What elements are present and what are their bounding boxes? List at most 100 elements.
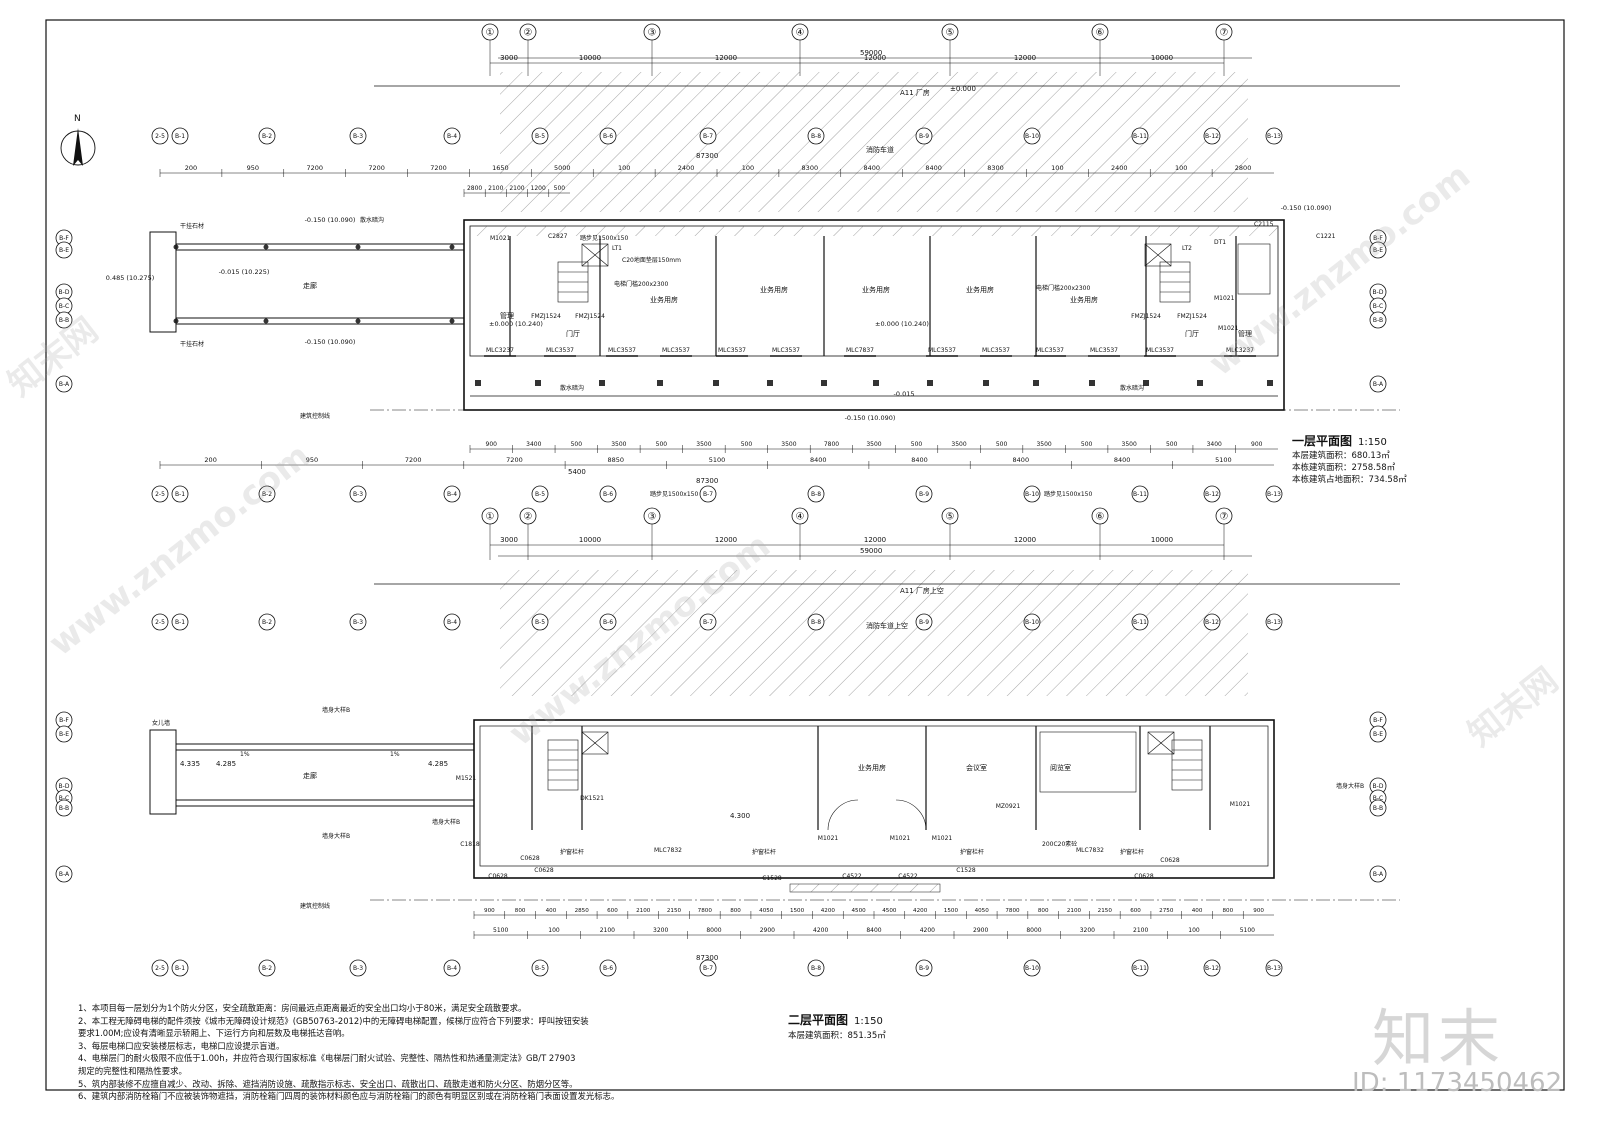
total-dim: 87300 bbox=[696, 477, 718, 485]
axis-label: B-B bbox=[59, 805, 69, 812]
dim-text: 4500 bbox=[882, 908, 897, 914]
plan1-areas: 本层建筑面积：680.13㎡ 本栋建筑面积：2758.58㎡ 本栋建筑占地面积：… bbox=[1292, 450, 1407, 486]
axis-label: B-5 bbox=[535, 619, 545, 626]
dim-text: 3500 bbox=[1036, 441, 1051, 448]
axis-label: B-8 bbox=[811, 619, 821, 626]
axis-bubble: ⑤ bbox=[941, 507, 959, 525]
dim-text: 900 bbox=[486, 441, 498, 448]
dim-text: 10000 bbox=[579, 536, 601, 544]
column bbox=[355, 244, 361, 250]
dim-text: 500 bbox=[741, 441, 753, 448]
mgmt-label: 管理 bbox=[500, 311, 514, 320]
dim-text: 800 bbox=[1038, 908, 1049, 914]
axis-circle bbox=[1203, 959, 1221, 977]
dim-text: 7200 bbox=[405, 456, 422, 464]
axis-circle bbox=[807, 613, 825, 631]
window-tag: MLC3537 bbox=[772, 347, 800, 354]
axis-circle bbox=[519, 507, 537, 525]
axis-bubble: B-4 bbox=[443, 959, 461, 977]
column bbox=[599, 380, 605, 386]
dim-text: 12000 bbox=[864, 536, 886, 544]
axis-label: B-7 bbox=[703, 133, 713, 140]
axis-circle bbox=[1369, 241, 1387, 259]
axis-bubble: B-F bbox=[55, 229, 73, 247]
corridor-label: 走廊 bbox=[303, 281, 317, 290]
room-label: 业务用房 bbox=[862, 285, 890, 294]
axis-circle bbox=[1265, 959, 1283, 977]
a11-level: ±0.000 bbox=[950, 85, 976, 93]
axis-circle bbox=[171, 613, 189, 631]
axis-bubble: B-9 bbox=[915, 485, 933, 503]
dim-text: 10000 bbox=[1151, 54, 1173, 62]
axis-label: B-11 bbox=[1133, 491, 1147, 498]
axis-bubble: B-9 bbox=[915, 613, 933, 631]
axis-bubble: B-13 bbox=[1265, 485, 1283, 503]
total-dim: 87300 bbox=[696, 152, 718, 160]
axis-circle bbox=[349, 127, 367, 145]
axis-bubble: B-12 bbox=[1203, 959, 1221, 977]
axis-label: B-4 bbox=[447, 619, 457, 626]
dim-text: 8300 bbox=[987, 164, 1004, 172]
dim-text: 2100 bbox=[636, 908, 651, 914]
axis-circle bbox=[55, 725, 73, 743]
axis-label: B-8 bbox=[811, 491, 821, 498]
axis-circle bbox=[699, 613, 717, 631]
window-tag: C2115 bbox=[1254, 221, 1274, 228]
column bbox=[713, 380, 719, 386]
axis-circle bbox=[443, 959, 461, 977]
axis-bubble: B-B bbox=[55, 799, 73, 817]
note-line: 1、本项目每一层划分为1个防火分区，安全疏散距离：房间最远点距离最近的安全出口均… bbox=[78, 1003, 527, 1013]
window-tag: MLC3537 bbox=[546, 347, 574, 354]
level-mark: -0.150 (10.090) bbox=[1281, 204, 1332, 212]
stone-cladding: 干挂石材 bbox=[180, 340, 204, 348]
window-tag: M1021 bbox=[890, 835, 911, 842]
dim-text: 4200 bbox=[913, 908, 928, 914]
main-building-outline bbox=[463, 219, 1285, 411]
axis-label: B-1 bbox=[175, 965, 185, 972]
axis-circle bbox=[941, 23, 959, 41]
room-label: 业务用房 bbox=[1070, 295, 1098, 304]
axis-bubble: B-13 bbox=[1265, 127, 1283, 145]
axis-label: B-12 bbox=[1205, 965, 1219, 972]
axis-circle bbox=[1091, 23, 1109, 41]
corridor-bridge bbox=[149, 231, 464, 333]
north-arrow: N bbox=[60, 114, 96, 166]
axis-bubble: B-E bbox=[55, 725, 73, 743]
axis-bubble: B-12 bbox=[1203, 613, 1221, 631]
note-line: 4、电梯层门的耐火极限不应低于1.00h，并应符合现行国家标准《电梯层门耐火试验… bbox=[78, 1053, 576, 1064]
axis-circle bbox=[791, 507, 809, 525]
axis-circle bbox=[915, 127, 933, 145]
axis-label: B-4 bbox=[447, 965, 457, 972]
note-line: 2、本工程无障碍电梯的配件须按《城市无障碍设计规范》(GB50763-2012)… bbox=[78, 1015, 589, 1026]
axis-bubble: B-4 bbox=[443, 485, 461, 503]
axis-label: B-6 bbox=[603, 619, 613, 626]
axis-label: ② bbox=[524, 28, 533, 39]
level-mark: 4.285 bbox=[216, 760, 236, 768]
axis-label: B-F bbox=[59, 235, 69, 242]
axis-circle bbox=[699, 127, 717, 145]
axis-circle bbox=[151, 613, 169, 631]
axis-label: B-1 bbox=[175, 491, 185, 498]
window-tag: MLC3537 bbox=[1146, 347, 1174, 354]
dim-text: 12000 bbox=[715, 54, 737, 62]
dim-text: 7200 bbox=[306, 164, 323, 172]
window-tag: MLC3537 bbox=[928, 347, 956, 354]
dim-text: 7200 bbox=[506, 456, 523, 464]
axis-circle bbox=[915, 959, 933, 977]
dim-text: 7200 bbox=[430, 164, 447, 172]
dim-text: 2850 bbox=[575, 908, 590, 914]
axis-circle bbox=[55, 799, 73, 817]
window-tag: MLC7832 bbox=[654, 847, 682, 854]
axis-label: B-7 bbox=[703, 965, 713, 972]
axis-circle bbox=[1131, 127, 1149, 145]
column bbox=[449, 318, 455, 324]
dim-text: 3000 bbox=[500, 54, 518, 62]
dim-text: 950 bbox=[247, 164, 259, 172]
plan2-scale: 1:150 bbox=[854, 1016, 883, 1027]
axis-bubble: B-B bbox=[55, 311, 73, 329]
column bbox=[449, 244, 455, 250]
axis-label: B-12 bbox=[1205, 491, 1219, 498]
step-note: 踏步见1500x150 bbox=[650, 490, 698, 498]
axis-label: B-7 bbox=[703, 491, 713, 498]
axis-label: ③ bbox=[648, 512, 657, 523]
